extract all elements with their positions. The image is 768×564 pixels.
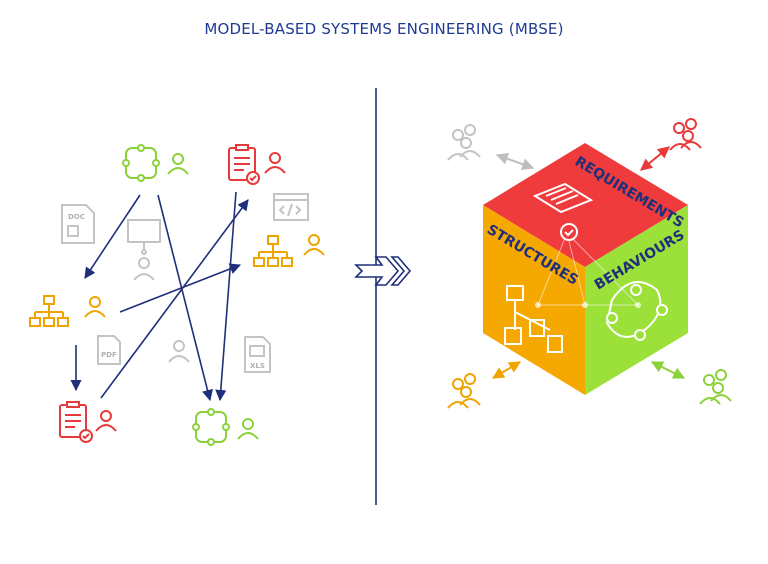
structures-hierarchy-icon <box>504 285 563 353</box>
cube-face-requirements <box>483 143 688 267</box>
person-red-icon <box>264 152 286 174</box>
document-flow-arrows <box>70 191 249 402</box>
presentation-board-icon <box>127 219 161 255</box>
stakeholder-group-orange-icon <box>447 373 481 409</box>
requirements-checklist-icon <box>532 182 594 241</box>
person-grey-icon-2 <box>168 340 190 363</box>
hierarchy-orange-icon-2 <box>29 295 69 327</box>
person-orange-icon <box>303 234 325 256</box>
checklist-red-icon-2 <box>59 401 93 443</box>
flow-arrow <box>119 263 242 313</box>
transition-chevron-icon <box>354 256 412 286</box>
xls-file-icon: XLS <box>244 336 271 373</box>
process-cycle-green-icon-2 <box>192 408 230 446</box>
checklist-red-icon <box>228 144 260 185</box>
pdf-label: PDF <box>101 351 117 359</box>
person-orange-icon-2 <box>84 296 106 318</box>
behaviours-cycle-icon <box>605 281 668 341</box>
person-red-icon-2 <box>95 410 117 432</box>
stakeholder-group-grey-icon <box>447 124 481 161</box>
person-grey-icon <box>133 257 155 281</box>
flow-arrow <box>84 194 141 279</box>
link-arrow-grey <box>495 153 535 170</box>
stakeholder-group-red-icon <box>669 118 702 151</box>
flow-arrow <box>215 191 237 402</box>
person-green-icon-2 <box>237 418 259 440</box>
mbse-cube: REQUIREMENTS STRUCTURES BEHAVIOURS <box>483 143 688 395</box>
doc-label: DOC <box>68 213 85 221</box>
pdf-file-icon: PDF <box>97 335 121 365</box>
xls-label: XLS <box>250 362 265 370</box>
link-arrow-orange <box>491 361 522 379</box>
link-arrow-red <box>640 146 670 171</box>
doc-file-icon: DOC <box>61 204 95 244</box>
code-window-icon <box>273 193 309 221</box>
hierarchy-orange-icon <box>253 235 293 267</box>
process-cycle-green-icon <box>122 144 160 182</box>
page-title: MODEL-BASED SYSTEMS ENGINEERING (MBSE) <box>204 20 564 38</box>
person-green-icon <box>167 153 189 175</box>
stakeholder-group-green-icon <box>699 369 732 405</box>
cube-face-behaviours <box>585 205 688 395</box>
link-arrow-green <box>650 361 686 379</box>
flow-arrow <box>100 199 249 399</box>
flow-arrow <box>157 194 213 402</box>
